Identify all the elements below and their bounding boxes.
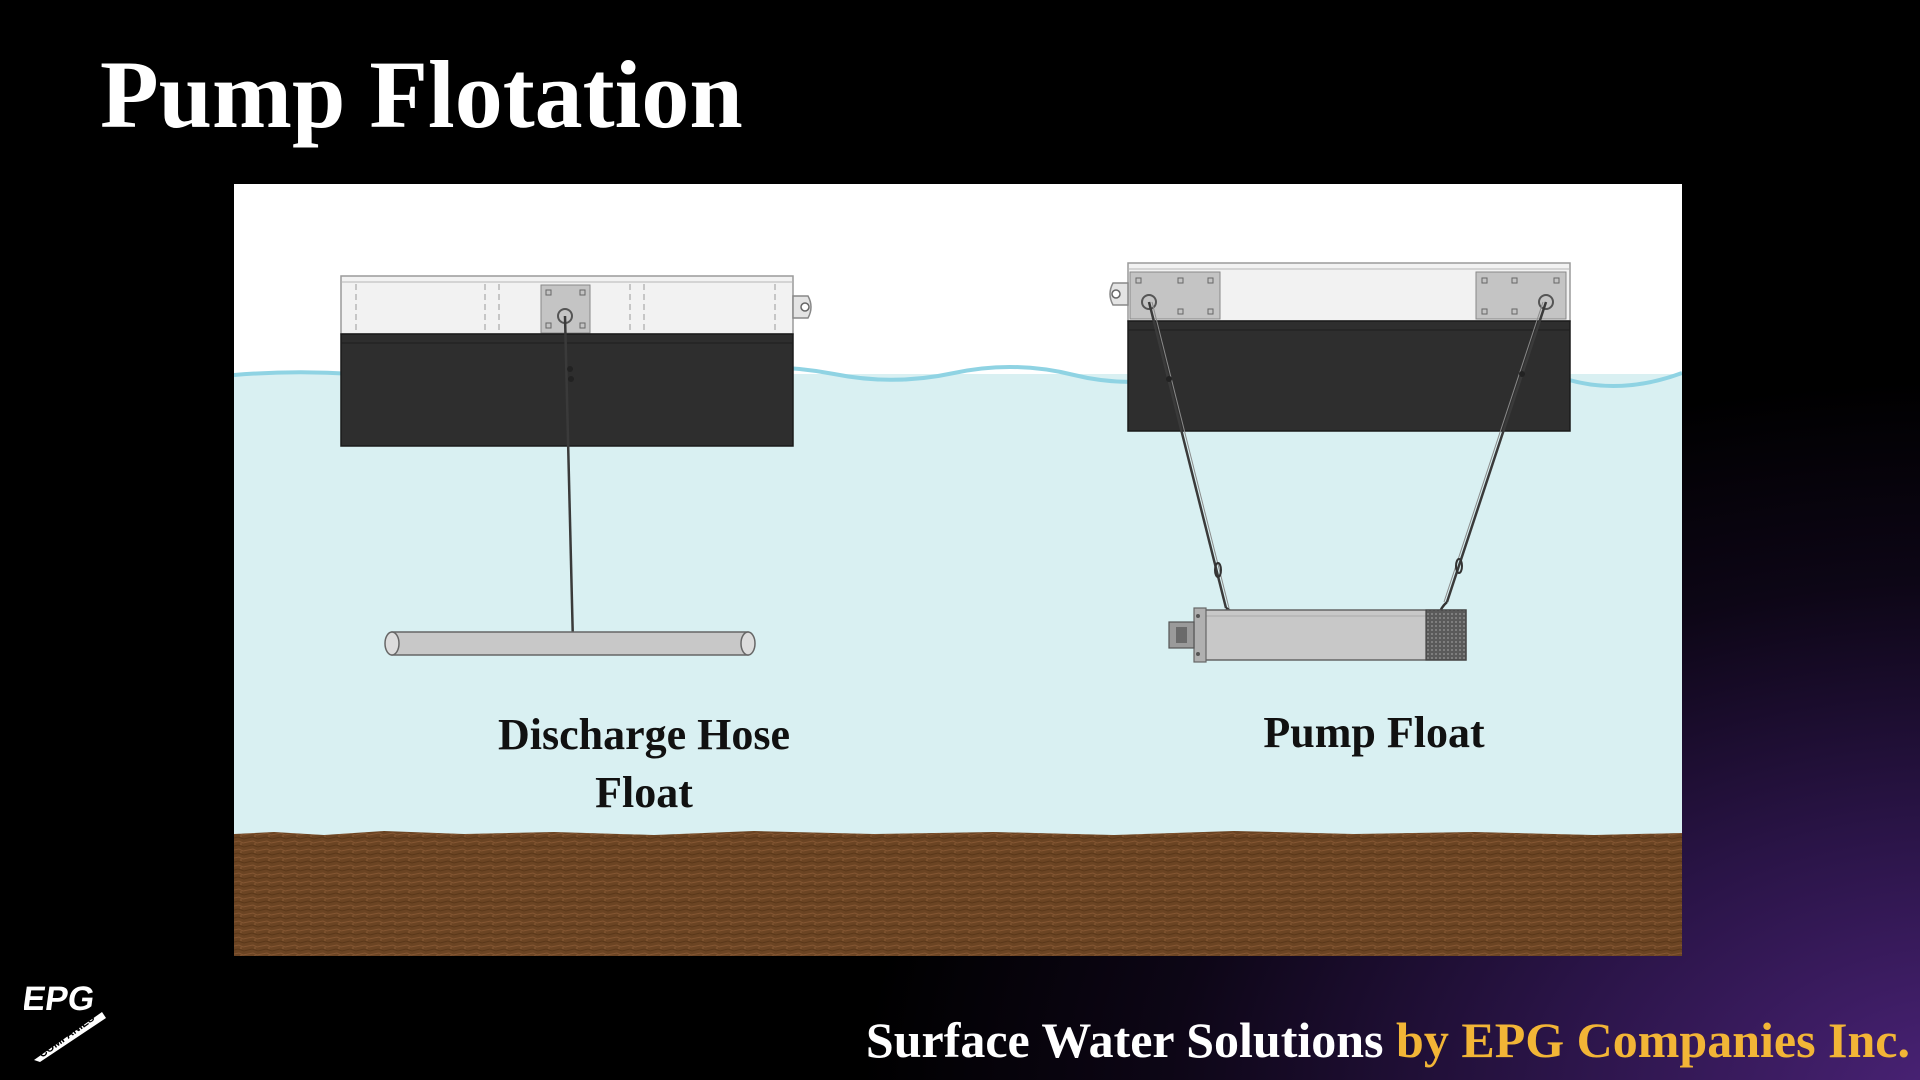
logo-text: EPG [24, 980, 97, 1018]
slide-title: Pump Flotation [100, 41, 743, 148]
submersible-pump [1201, 609, 1467, 661]
pump-intake-screen [1425, 609, 1467, 661]
discharge-hose-float-caption: Discharge Hose Float [414, 706, 874, 822]
discharge-hose-float [340, 275, 812, 656]
flotation-diagram: Discharge Hose Float Pump Float [234, 184, 1682, 956]
footer-tagline-white: Surface Water Solutions [865, 1012, 1397, 1068]
epg-logo: EPG COMPANIES [24, 980, 106, 1062]
logo-subtext: COMPANIES [37, 1012, 97, 1060]
pump-float [1109, 262, 1571, 663]
mount-plate-left [1129, 271, 1221, 320]
caption-line-1: Discharge Hose [497, 710, 791, 759]
soil-bed [234, 831, 1682, 956]
pump-cable-left [1147, 301, 1228, 609]
float-body [1127, 320, 1571, 432]
pump-cable-right [1445, 301, 1548, 603]
caption-line-2: Float [595, 768, 693, 817]
mount-plate-right [1475, 271, 1567, 320]
footer-tagline-gold: by EPG Companies Inc. [1396, 1012, 1910, 1068]
hose-cable [563, 315, 575, 645]
diagram-illustration [234, 184, 1682, 956]
discharge-hose [391, 631, 749, 656]
footer-tagline: Surface Water Solutions by EPG Companies… [866, 1010, 1910, 1070]
pump-float-caption: Pump Float [1263, 708, 1485, 757]
